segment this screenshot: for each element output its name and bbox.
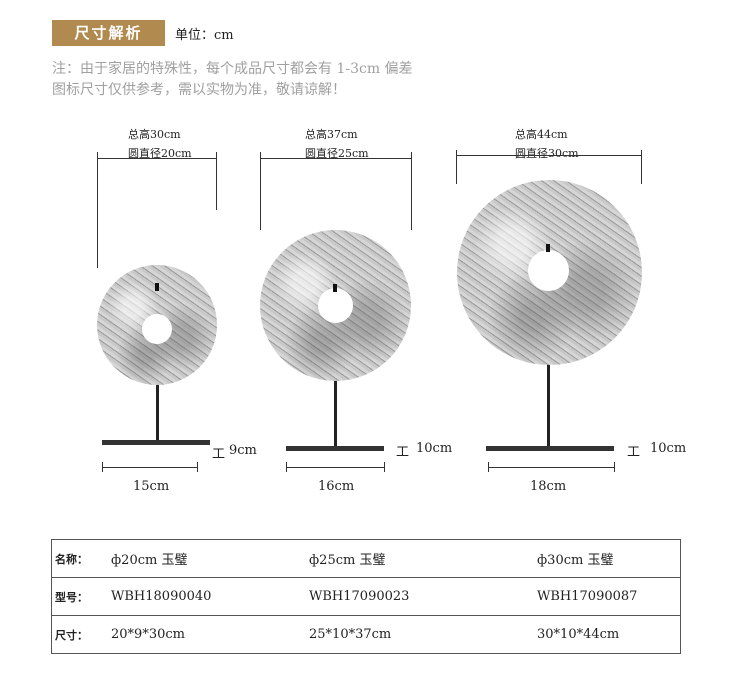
dimension-line (102, 462, 103, 472)
width-label: 15cm (133, 479, 170, 494)
table-row-size: 尺寸： 20*9*30cm 25*10*37cm 30*10*44cm (51, 615, 681, 654)
table-row-name: 名称： ф20cm 玉璧 ф25cm 玉璧 ф30cm 玉璧 (51, 539, 681, 578)
width-label: 18cm (530, 479, 567, 494)
size-analysis-badge: 尺寸解析 (52, 20, 165, 46)
table-cell: WBH17090023 (305, 577, 533, 616)
dimension-line (286, 462, 287, 472)
table-cell: ф30cm 玉璧 (533, 539, 681, 578)
dimension-line (97, 158, 217, 159)
dimension-line (260, 152, 261, 230)
stand-pole (156, 380, 159, 442)
depth-label: 10cm (650, 441, 687, 456)
disc-hole (528, 250, 569, 291)
table-cell: 30*10*44cm (533, 615, 681, 654)
spec-table: 名称： ф20cm 玉璧 ф25cm 玉璧 ф30cm 玉璧 型号： WBH18… (51, 539, 681, 654)
dimension-line (216, 152, 217, 210)
row-label: 型号： (51, 577, 107, 616)
depth-marker-icon: 工 (627, 445, 641, 460)
total-height-label: 总高37cm (305, 128, 358, 141)
depth-marker-icon: 工 (396, 445, 410, 460)
dimension-line (488, 462, 489, 472)
dimension-line (411, 152, 412, 230)
table-cell: ф25cm 玉璧 (305, 539, 533, 578)
disc-slot (155, 283, 159, 291)
depth-marker-icon: 工 (212, 447, 226, 462)
stand-pole (547, 360, 550, 448)
dimension-line (384, 462, 385, 472)
dimension-line (197, 462, 198, 472)
width-line (286, 467, 384, 468)
dimension-line (614, 462, 615, 472)
width-line (102, 467, 197, 468)
dimension-line (456, 150, 457, 184)
dimension-line (260, 158, 412, 159)
diameter-label: 圆直径30cm (515, 147, 579, 160)
stand-base (486, 446, 614, 451)
row-label: 尺寸： (51, 615, 107, 654)
table-cell: 25*10*37cm (305, 615, 533, 654)
stand-base (102, 440, 210, 445)
table-cell: ф20cm 玉璧 (107, 539, 305, 578)
note-line-2: 图标尺寸仅供参考，需以实物为准，敬请谅解！ (52, 82, 346, 98)
table-row-model: 型号： WBH18090040 WBH17090023 WBH17090087 (51, 577, 681, 616)
disc-slot (333, 284, 337, 292)
total-height-label: 总高44cm (515, 128, 568, 141)
width-line (488, 467, 614, 468)
disc-hole (318, 288, 353, 323)
depth-label: 9cm (229, 443, 257, 458)
dimension-line (456, 155, 642, 156)
total-height-label: 总高30cm (128, 128, 181, 141)
diameter-label: 圆直径25cm (305, 147, 369, 160)
width-label: 16cm (318, 479, 355, 494)
diameter-label: 圆直径20cm (128, 147, 192, 160)
table-cell: WBH17090087 (533, 577, 681, 616)
dimension-line (641, 150, 642, 184)
table-cell: WBH18090040 (107, 577, 305, 616)
table-cell: 20*9*30cm (107, 615, 305, 654)
depth-label: 10cm (416, 441, 453, 456)
unit-label: 单位：cm (175, 28, 234, 43)
stand-base (286, 446, 384, 451)
note-line-1: 注：由于家居的特殊性，每个成品尺寸都会有 1-3cm 偏差 (52, 61, 413, 77)
disc-slot (546, 244, 550, 252)
row-label: 名称： (51, 539, 107, 578)
dimension-line (97, 152, 98, 268)
disc-hole (142, 314, 172, 344)
stand-pole (334, 375, 337, 447)
